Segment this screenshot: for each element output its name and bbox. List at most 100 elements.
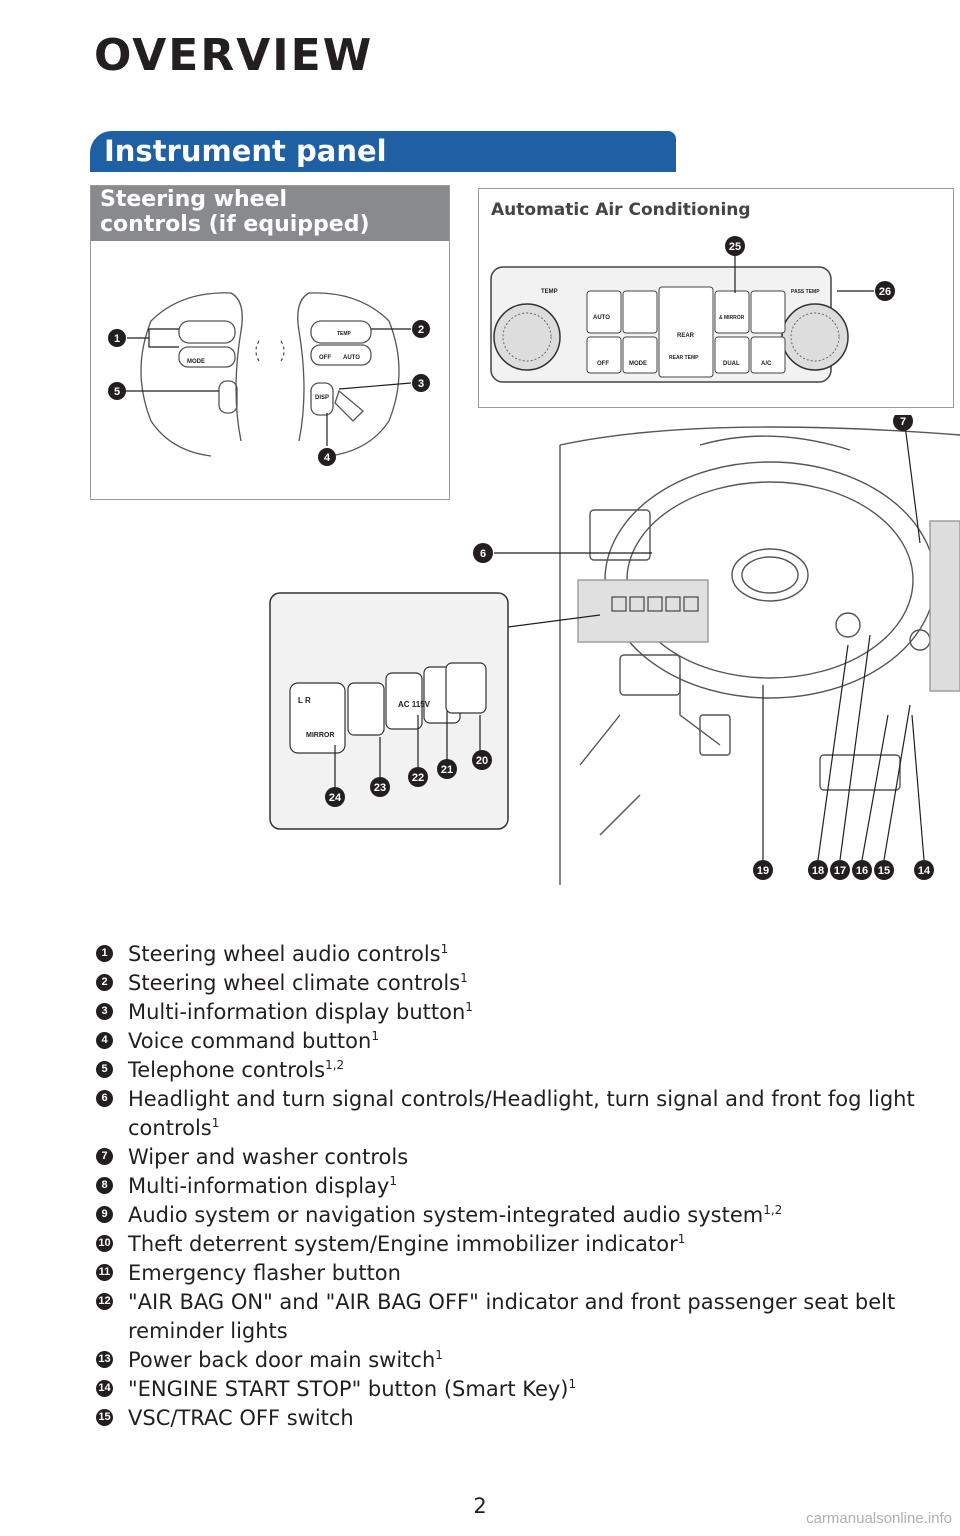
item-number: 7 — [96, 1148, 113, 1165]
item-text: Steering wheel audio controls — [128, 942, 441, 966]
item-number: 9 — [96, 1206, 113, 1223]
callout-5: 5 — [114, 386, 120, 398]
auto-label: AUTO — [343, 355, 360, 361]
ac-off-label: OFF — [597, 361, 609, 367]
list-item: 14 "ENGINE START STOP" button (Smart Key)… — [96, 1375, 936, 1404]
list-item: 12 "AIR BAG ON" and "AIR BAG OFF" indicat… — [96, 1288, 936, 1346]
item-footnote: 1 — [465, 1000, 473, 1014]
air-conditioning-title: Automatic Air Conditioning — [491, 200, 751, 220]
item-text: Theft deterrent system/Engine immobilize… — [128, 1232, 678, 1256]
item-text: Voice command button — [128, 1029, 372, 1053]
disp-label: DISP — [315, 395, 329, 401]
list-item: 11 Emergency flasher button — [96, 1259, 936, 1288]
item-text: Steering wheel climate controls — [128, 971, 461, 995]
item-footnote: 1,2 — [325, 1058, 345, 1072]
temp-label: TEMP — [337, 331, 352, 337]
off-label: OFF — [319, 355, 331, 361]
item-footnote: 1 — [371, 1029, 379, 1043]
callout-21: 21 — [441, 764, 453, 776]
list-item: 7 Wiper and washer controls — [96, 1143, 936, 1172]
list-item: 4 Voice command button1 — [96, 1027, 936, 1056]
item-number: 13 — [96, 1351, 113, 1368]
item-text: "AIR BAG ON" and "AIR BAG OFF" indicator… — [128, 1290, 896, 1343]
callout-4: 4 — [324, 452, 331, 464]
item-text: Headlight and turn signal controls/Headl… — [128, 1087, 915, 1140]
list-item: 5 Telephone controls1,2 — [96, 1056, 936, 1085]
callout-25: 25 — [729, 241, 741, 253]
item-number: 6 — [96, 1090, 113, 1107]
item-number: 14 — [96, 1380, 113, 1397]
item-number: 8 — [96, 1177, 113, 1194]
item-footnote: 1 — [435, 1348, 443, 1362]
page-title: OVERVIEW — [94, 30, 374, 81]
item-text: Wiper and washer controls — [128, 1145, 409, 1169]
item-footnote: 1 — [568, 1377, 577, 1391]
list-item: 8 Multi-information display1 — [96, 1172, 936, 1201]
item-number: 10 — [96, 1235, 113, 1252]
ac-rear-temp-label: REAR TEMP — [669, 355, 699, 361]
ac-115v-label: AC 115V — [398, 700, 431, 709]
item-footnote: 1,2 — [763, 1203, 783, 1217]
item-number: 5 — [96, 1061, 113, 1078]
section-title: Instrument panel — [104, 134, 387, 168]
mode-label: MODE — [187, 359, 205, 365]
steering-controls-panel: Steering wheel controls (if equipped) MO… — [90, 185, 450, 500]
list-item: 6 Headlight and turn signal controls/Head… — [96, 1085, 936, 1143]
callout-22: 22 — [412, 772, 424, 784]
item-text: Telephone controls — [128, 1058, 326, 1082]
list-item: 3 Multi-information display button1 — [96, 998, 936, 1027]
ac-mirror-label: & MIRROR — [719, 315, 745, 321]
page-number: 2 — [473, 1494, 487, 1518]
list-item: 10 Theft deterrent system/Engine immobili… — [96, 1230, 936, 1259]
item-text: "ENGINE START STOP" button (Smart Key) — [128, 1377, 569, 1401]
item-text: Multi-information display button — [128, 1000, 466, 1024]
ac-pass-temp-label: PASS TEMP — [791, 289, 820, 295]
air-conditioning-panel: Automatic Air Conditioning TEMP AUTO OFF… — [478, 188, 954, 408]
item-footnote: 1 — [677, 1232, 686, 1246]
item-text: Multi-information display — [128, 1174, 390, 1198]
callout-2: 2 — [418, 324, 424, 336]
item-number: 3 — [96, 1003, 113, 1020]
section-banner: Instrument panel — [90, 131, 676, 172]
item-text: VSC/TRAC OFF switch — [128, 1406, 354, 1430]
callout-6: 6 — [480, 548, 486, 560]
item-number: 1 — [96, 945, 113, 962]
callout-26: 26 — [879, 286, 891, 298]
item-number: 2 — [96, 974, 113, 991]
list-item: 9 Audio system or navigation system-integ… — [96, 1201, 936, 1230]
list-item: 13 Power back door main switch1 — [96, 1346, 936, 1375]
item-footnote: 1 — [440, 942, 449, 956]
callout-1: 1 — [114, 333, 120, 345]
item-number: 4 — [96, 1032, 113, 1049]
ac-dual-label: DUAL — [723, 361, 740, 367]
item-text: Emergency flasher button — [128, 1261, 401, 1285]
item-footnote: 1 — [211, 1116, 220, 1130]
callout-3: 3 — [418, 378, 424, 390]
callout-16: 16 — [856, 865, 868, 877]
item-text: Audio system or navigation system-integr… — [128, 1203, 764, 1227]
air-conditioning-illustration: TEMP AUTO OFF MODE REAR REAR TEMP & MIRR… — [490, 236, 895, 383]
lr-label: L R — [298, 696, 311, 705]
item-text: Power back door main switch — [128, 1348, 436, 1372]
item-number: 12 — [96, 1293, 113, 1310]
callout-17: 17 — [834, 865, 846, 877]
dashboard-illustration: L R MIRROR AC 115V 20 21 22 23 24 6 7 14 — [269, 415, 960, 885]
mirror-label: MIRROR — [306, 732, 334, 739]
callout-14: 14 — [918, 865, 931, 877]
steering-controls-illustration: MODE OFF AUTO DISP TEMP 1 2 3 4 5 — [108, 292, 430, 466]
item-number: 11 — [96, 1264, 113, 1281]
ac-temp-label: TEMP — [541, 289, 558, 295]
item-footnote: 1 — [389, 1174, 397, 1188]
callout-20: 20 — [476, 755, 488, 767]
callout-24: 24 — [329, 792, 342, 804]
list-item: 2 Steering wheel climate controls1 — [96, 969, 936, 998]
ac-mode-label: MODE — [629, 361, 647, 367]
item-footnote: 1 — [460, 971, 468, 985]
steering-controls-heading-bar: Steering wheel controls (if equipped) — [91, 186, 449, 241]
callout-15: 15 — [878, 865, 890, 877]
steering-controls-heading: Steering wheel controls (if equipped) — [100, 187, 370, 237]
callout-18: 18 — [812, 865, 824, 877]
